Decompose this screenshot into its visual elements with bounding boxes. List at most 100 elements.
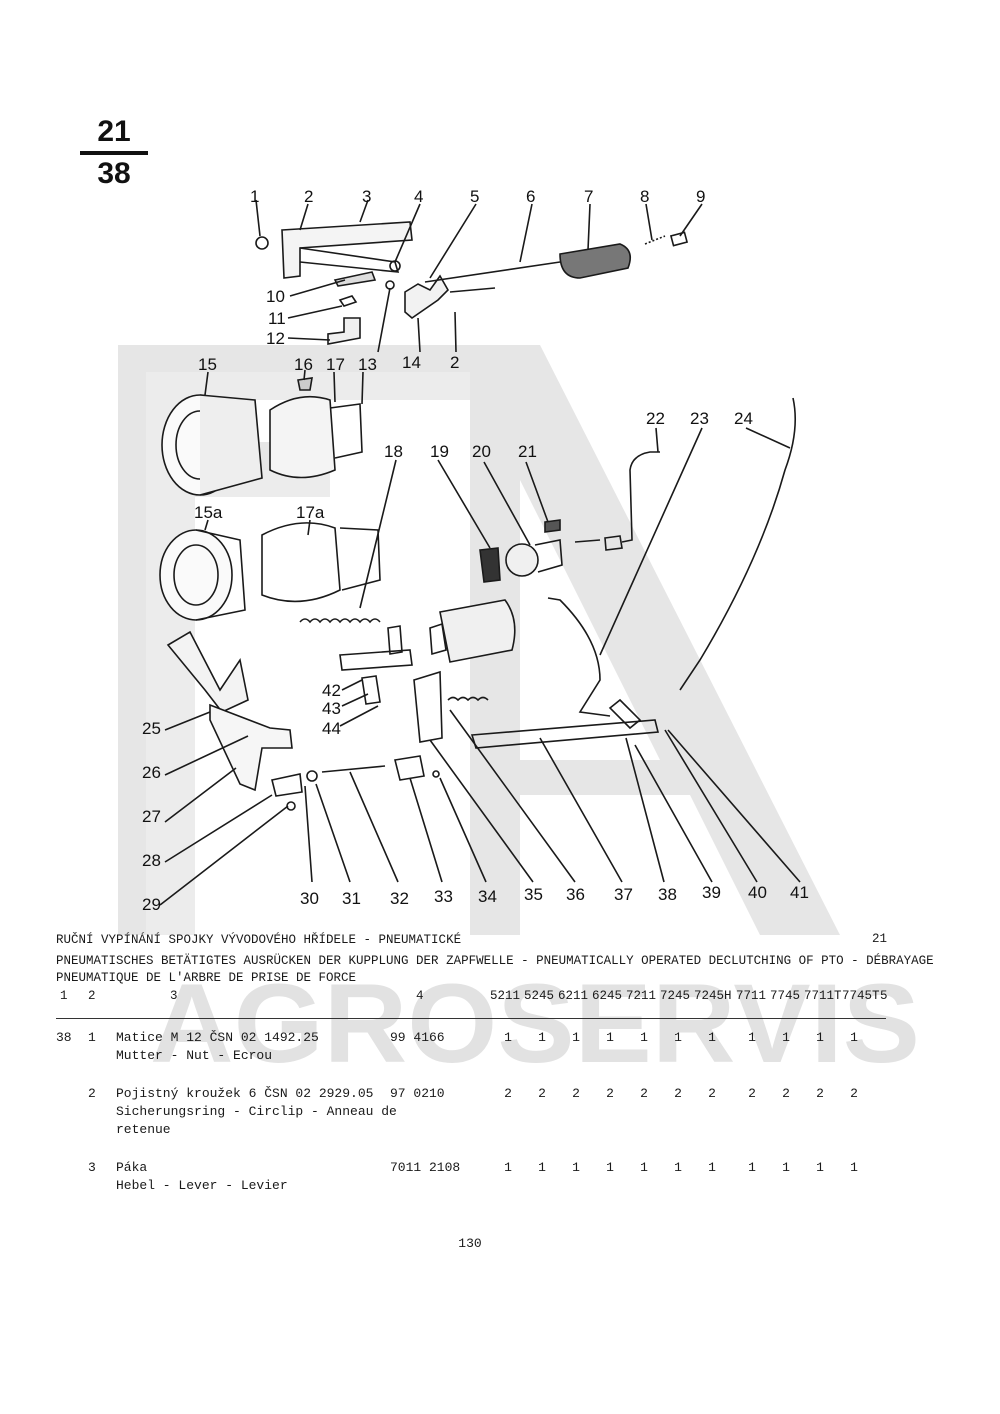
callout-11: 11 (268, 309, 286, 328)
callout-24: 24 (734, 409, 753, 428)
qty-5211: 2 (504, 1086, 512, 1101)
callout-23: 23 (690, 409, 709, 428)
qty-7211: 1 (640, 1160, 648, 1175)
callout-20: 20 (472, 442, 491, 461)
col-header-5: 5 (880, 989, 888, 1003)
callout-2-second: 2 (450, 353, 459, 372)
callout-35: 35 (524, 885, 543, 904)
col-header-model-7211: 7211 (626, 989, 657, 1003)
callout-12: 12 (266, 329, 285, 348)
row-part-number: 97 0210 (390, 1086, 445, 1101)
qty-7711: 2 (748, 1086, 756, 1101)
qty-6211: 1 (572, 1030, 580, 1045)
qty-7245: 1 (674, 1160, 682, 1175)
row-position: 1 (88, 1030, 96, 1045)
row-part-number: 99 4166 (390, 1030, 445, 1045)
qty-7745: 1 (782, 1160, 790, 1175)
callout-32: 32 (390, 889, 409, 908)
callout-27: 27 (142, 807, 161, 826)
qty-7245: 1 (674, 1030, 682, 1045)
qty-7745: 1 (782, 1030, 790, 1045)
callout-44: 44 (322, 719, 341, 738)
qty-7245: 2 (674, 1086, 682, 1101)
col-header-model-7245H: 7245H (694, 989, 732, 1003)
qty-7745T: 1 (850, 1160, 858, 1175)
callout-16: 16 (294, 355, 313, 374)
header-rule (56, 1018, 886, 1019)
callout-37: 37 (614, 885, 633, 904)
callout-17a: 17a (296, 503, 325, 522)
col-header-model-6245: 6245 (592, 989, 623, 1003)
group-number: 21 (872, 932, 888, 946)
row-description-czech: Pojistný kroužek 6 ČSN 02 2929.05 (116, 1086, 374, 1101)
col-header-model-6211: 6211 (558, 989, 589, 1003)
row-position: 2 (88, 1086, 96, 1101)
qty-5211: 1 (504, 1160, 512, 1175)
qty-7711T: 1 (816, 1030, 824, 1045)
col-header-model-7711: 7711 (736, 989, 767, 1003)
qty-7245H: 1 (708, 1160, 716, 1175)
callout-15a: 15a (194, 503, 223, 522)
qty-6211: 2 (572, 1086, 580, 1101)
section-heading-french-cont: PNEUMATIQUE DE L'ARBRE DE PRISE DE FORCE (56, 971, 357, 985)
callout-8: 8 (640, 187, 649, 206)
callout-6: 6 (526, 187, 535, 206)
qty-7745T: 2 (850, 1086, 858, 1101)
figure-numerator: 21 (97, 115, 131, 148)
row-description-czech: Páka (116, 1160, 148, 1175)
watermark-text: AGROSERVIS (150, 961, 920, 1086)
col-header-model-7745T: 7745T (842, 989, 880, 1003)
figure-divider (80, 151, 148, 155)
callout-31: 31 (342, 889, 361, 908)
col-header-model-7245: 7245 (660, 989, 691, 1003)
col-header-model-5245: 5245 (524, 989, 555, 1003)
callout-25: 25 (142, 719, 161, 738)
qty-7711: 1 (748, 1160, 756, 1175)
callout-9: 9 (696, 187, 705, 206)
qty-6245: 2 (606, 1086, 614, 1101)
callout-26: 26 (142, 763, 161, 782)
qty-7745T: 1 (850, 1030, 858, 1045)
row-part-number: 7011 2108 (390, 1160, 461, 1175)
callout-28: 28 (142, 851, 161, 870)
callout-19: 19 (430, 442, 449, 461)
callout-41: 41 (790, 883, 809, 902)
callout-39: 39 (702, 883, 721, 902)
callout-10: 10 (266, 287, 285, 306)
col-header-model-7711T: 7711T (804, 989, 842, 1003)
callout-numbers: 1 2 3 4 5 6 7 8 9 10 11 12 13 14 2 15 16… (142, 187, 809, 914)
page-number: 130 (458, 1236, 482, 1251)
callout-18: 18 (384, 442, 403, 461)
callout-13: 13 (358, 355, 377, 374)
callout-3: 3 (362, 187, 371, 206)
callout-7: 7 (584, 187, 593, 206)
callout-21: 21 (518, 442, 537, 461)
qty-6211: 1 (572, 1160, 580, 1175)
callout-36: 36 (566, 885, 585, 904)
row-description-translations: Sicherungsring - Circlip - Anneau de (116, 1104, 397, 1119)
callout-42: 42 (322, 681, 341, 700)
callout-43: 43 (322, 699, 341, 718)
figure-number: 21 38 (80, 115, 148, 191)
col-header-model-5211: 5211 (490, 989, 521, 1003)
qty-7245H: 2 (708, 1086, 716, 1101)
callout-40: 40 (748, 883, 767, 902)
callout-34: 34 (478, 887, 497, 906)
qty-7745: 2 (782, 1086, 790, 1101)
row-description-translations-cont: retenue (116, 1122, 171, 1137)
qty-7245H: 1 (708, 1030, 716, 1045)
callout-2: 2 (304, 187, 313, 206)
qty-5245: 1 (538, 1160, 546, 1175)
qty-7711: 1 (748, 1030, 756, 1045)
figure-denominator: 38 (97, 157, 131, 190)
callout-1: 1 (250, 187, 259, 206)
row-description-translations: Mutter - Nut - Ecrou (116, 1048, 273, 1063)
qty-5245: 1 (538, 1030, 546, 1045)
section-heading-multilingual: PNEUMATISCHES BETÄTIGTES AUSRÜCKEN DER K… (56, 954, 934, 968)
qty-5211: 1 (504, 1030, 512, 1045)
row-description-czech: Matice M 12 ČSN 02 1492.25 (116, 1030, 319, 1045)
callout-4: 4 (414, 187, 423, 206)
callout-14: 14 (402, 353, 421, 372)
qty-7211: 1 (640, 1030, 648, 1045)
